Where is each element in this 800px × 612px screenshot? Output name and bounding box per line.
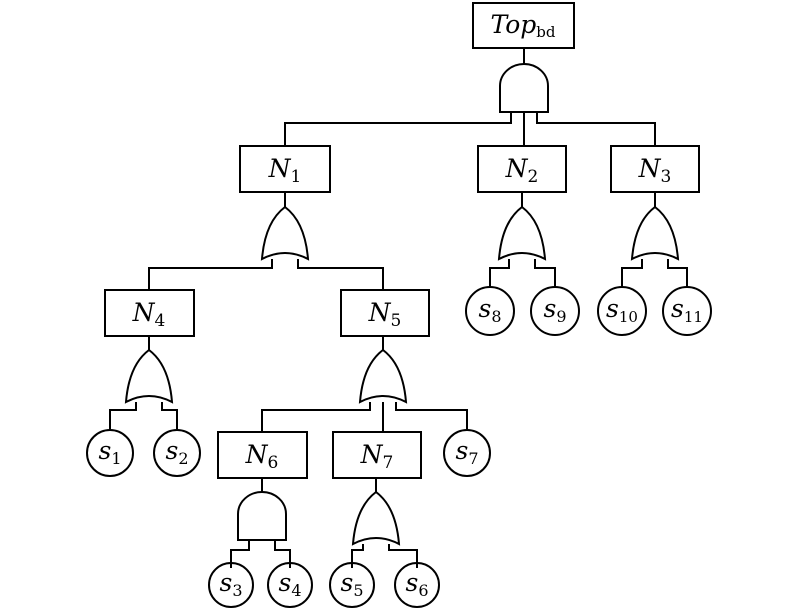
or-gate-n5 xyxy=(358,348,408,404)
basic-event-label-s4: s4 xyxy=(278,568,301,600)
gates xyxy=(124,63,680,546)
top-event-label: Topbd xyxy=(490,10,555,41)
basic-event-circle-s6 xyxy=(394,562,440,608)
node-box-n6 xyxy=(217,431,308,479)
basic-event-label-s7: s7 xyxy=(455,436,478,468)
basic-event-circle-s7 xyxy=(443,429,491,477)
labels: Topbd N1 N2 N3 N4 N5 N6 N7 s1 s2 s3 s4 s… xyxy=(98,10,702,600)
basic-event-circle-s2 xyxy=(153,429,201,477)
node-box-n3 xyxy=(610,145,700,193)
basic-event-circle-s8 xyxy=(465,286,515,336)
and-gate-top xyxy=(499,63,549,113)
or-gate-n7 xyxy=(351,490,401,546)
basic-event-circle-s4 xyxy=(267,562,313,608)
basic-event-circle-s9 xyxy=(530,286,580,336)
event-boxes xyxy=(104,2,700,479)
or-gate-n2 xyxy=(497,205,547,261)
node-label-n4: N4 xyxy=(132,298,166,331)
basic-events xyxy=(86,286,712,608)
node-box-n2 xyxy=(477,145,567,193)
connectors xyxy=(109,48,688,568)
basic-event-label-s9: s9 xyxy=(543,294,566,326)
basic-event-circle-s10 xyxy=(597,286,647,336)
node-label-n7: N7 xyxy=(360,440,394,473)
node-label-n1: N1 xyxy=(268,154,302,187)
basic-event-label-s11: s11 xyxy=(671,294,703,326)
or-gate-n1 xyxy=(260,205,310,261)
node-label-n6: N6 xyxy=(245,440,279,473)
basic-event-circle-s11 xyxy=(662,286,712,336)
and-gate-n6 xyxy=(237,491,287,541)
top-event-box xyxy=(472,2,575,49)
node-box-n4 xyxy=(104,289,195,337)
node-label-n5: N5 xyxy=(368,298,402,331)
node-label-n2: N2 xyxy=(505,154,539,187)
or-gate-n3 xyxy=(630,205,680,261)
basic-event-label-s2: s2 xyxy=(165,436,188,468)
or-gate-n4 xyxy=(124,348,174,404)
node-box-n1 xyxy=(239,145,331,193)
node-label-n3: N3 xyxy=(638,154,672,187)
basic-event-label-s5: s5 xyxy=(340,568,363,600)
basic-event-label-s8: s8 xyxy=(478,294,501,326)
basic-event-label-s3: s3 xyxy=(219,568,242,600)
basic-event-circle-s5 xyxy=(329,562,375,608)
basic-event-label-s6: s6 xyxy=(405,568,428,600)
basic-event-label-s1: s1 xyxy=(98,436,121,468)
basic-event-circle-s3 xyxy=(208,562,254,608)
basic-event-label-s10: s10 xyxy=(606,294,638,326)
basic-event-circle-s1 xyxy=(86,429,134,477)
node-box-n7 xyxy=(332,431,422,479)
node-box-n5 xyxy=(340,289,430,337)
